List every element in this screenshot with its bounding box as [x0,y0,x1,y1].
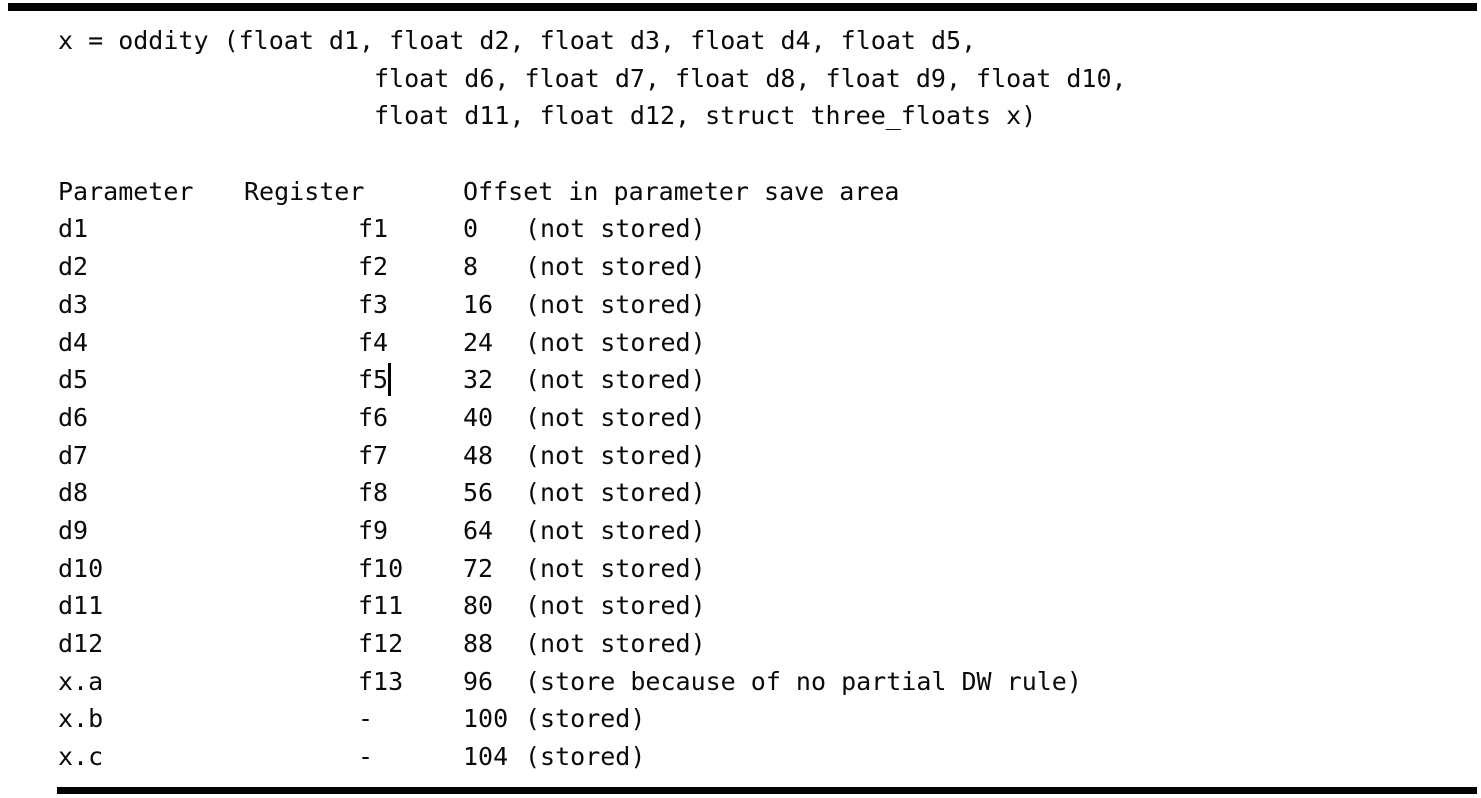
text-cursor [388,363,391,396]
register-cell: f7 [358,440,389,470]
table-header-row: Parameter Register Offset in parameter s… [58,173,1468,211]
register-cell: f3 [358,289,389,319]
table-row-d2: d2 f2 8 (not stored) [58,248,1468,286]
register-cell: f6 [358,402,389,432]
blank-line [58,135,1468,173]
register-cell: f9 [358,515,389,545]
note-cell: (not stored) [525,629,706,658]
note-cell: (not stored) [525,327,706,357]
top-rule [8,3,1477,11]
note-cell: (not stored) [525,591,706,621]
table-row-xa: x.a f13 96 (store because of no partial … [58,663,1468,701]
register-cell: f2 [358,252,389,282]
offset-cell: 104 [463,742,509,772]
note-cell: (not stored) [525,478,706,508]
note-cell: (not stored) [525,440,706,470]
register-cell: f12 [358,629,404,658]
note-cell: (stored) [525,742,646,772]
register-cell: f1 [358,214,389,244]
param-cell: d11 [58,591,104,621]
offset-cell: 24 [463,327,494,357]
register-cell: f11 [358,591,404,621]
code-text: float d6, float d7, float d8, float d9, … [374,63,1127,93]
param-cell: d7 [58,440,89,470]
param-cell: d6 [58,402,89,432]
note-cell: (stored) [525,704,646,734]
table-row-d1: d1 f1 0 (not stored) [58,210,1468,248]
param-cell: d12 [58,629,104,658]
note-cell: (not stored) [525,553,706,583]
table-row-d7: d7 f7 48 (not stored) [58,437,1468,475]
table-row-d11: d11 f11 80 (not stored) [58,587,1468,625]
offset-cell: 96 [463,666,494,696]
offset-cell: 48 [463,440,494,470]
code-line-3: float d11, float d12, struct three_float… [58,97,1468,135]
param-cell: d2 [58,252,89,282]
note-cell: (not stored) [525,252,706,282]
table-row-d3: d3 f3 16 (not stored) [58,286,1468,324]
param-cell: x.b [58,704,104,734]
param-cell: d1 [58,214,89,244]
note-cell: (not stored) [525,289,706,319]
table-row-d6: d6 f6 40 (not stored) [58,399,1468,437]
table-row-xb: x.b - 100 (stored) [58,700,1468,738]
note-cell: (not stored) [525,214,706,244]
offset-cell: 80 [463,591,494,621]
table-row-d12: d12 f12 88 (not stored) [58,625,1468,663]
header-register: Register [244,176,365,206]
param-cell: d4 [58,327,89,357]
header-parameter: Parameter [58,176,194,206]
register-cell: f10 [358,553,404,583]
table-row-d10: d10 f10 72 (not stored) [58,550,1468,588]
param-cell: d10 [58,553,104,583]
param-cell: x.c [58,742,104,772]
offset-cell: 16 [463,289,494,319]
param-cell: d3 [58,289,89,319]
param-cell: d5 [58,365,89,395]
offset-cell: 56 [463,478,494,508]
table-row-d5: d5 f5 32 (not stored) [58,361,1468,399]
param-cell: x.a [58,666,104,696]
code-line-2: float d6, float d7, float d8, float d9, … [58,60,1468,98]
offset-cell: 0 [463,214,479,244]
register-cell: f4 [358,327,389,357]
note-cell: (store because of no partial DW rule) [525,666,1082,696]
note-cell: (not stored) [525,515,706,545]
table-row-d4: d4 f4 24 (not stored) [58,324,1468,362]
register-cell: f13 [358,666,404,696]
register-cell: - [358,742,374,772]
offset-cell: 64 [463,515,494,545]
offset-cell: 88 [463,629,494,658]
code-text: x = oddity (float d1, float d2, float d3… [58,26,977,55]
header-offset: Offset in parameter save area [463,176,900,206]
table-row-d9: d9 f9 64 (not stored) [58,512,1468,550]
table-row-d8: d8 f8 56 (not stored) [58,474,1468,512]
register-cell: - [358,704,374,734]
note-cell: (not stored) [525,365,706,395]
offset-cell: 8 [463,252,479,282]
offset-cell: 100 [463,704,509,734]
offset-cell: 40 [463,402,494,432]
code-text: float d11, float d12, struct three_float… [374,101,1037,131]
param-cell: d8 [58,478,89,508]
offset-cell: 72 [463,553,494,583]
figure-content: x = oddity (float d1, float d2, float d3… [58,22,1468,776]
bottom-rule [57,787,1477,794]
code-line-1: x = oddity (float d1, float d2, float d3… [58,22,1468,60]
note-cell: (not stored) [525,402,706,432]
param-cell: d9 [58,515,89,545]
register-cell: f5 [358,365,389,395]
offset-cell: 32 [463,365,494,395]
register-cell: f8 [358,478,389,508]
table-row-xc: x.c - 104 (stored) [58,738,1468,776]
